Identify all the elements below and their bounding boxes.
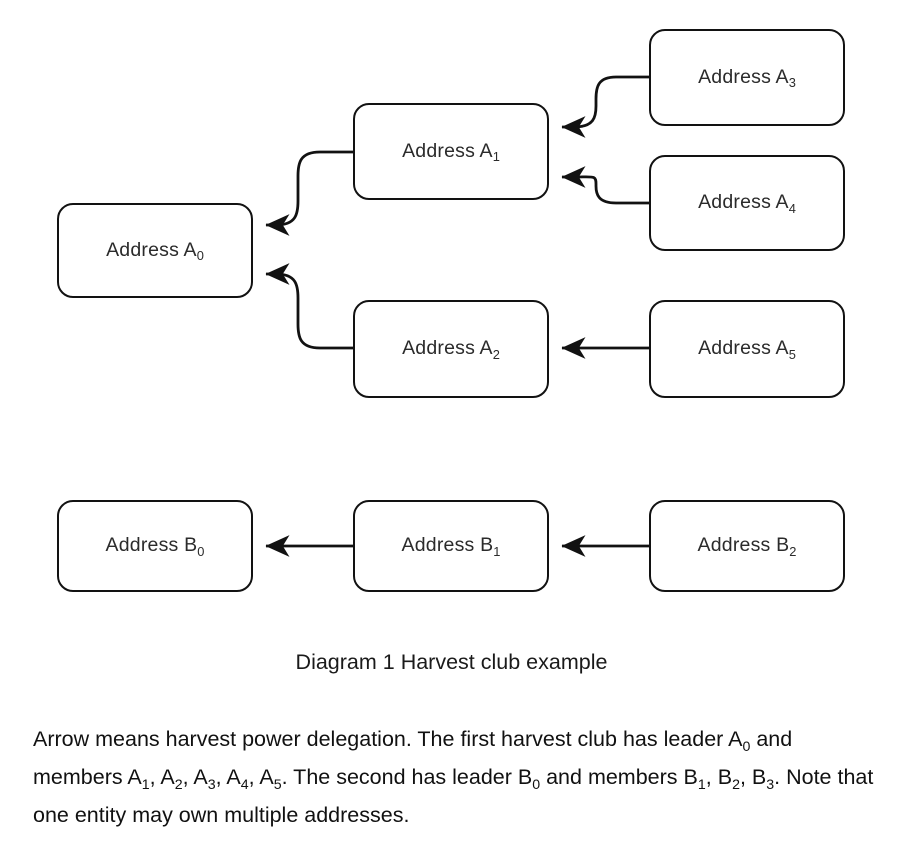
node-b2[interactable]: Address B2 bbox=[649, 500, 845, 592]
node-b0[interactable]: Address B0 bbox=[57, 500, 253, 592]
body-line-2: A0 and members A1, A2, A3, A4, A5. The s… bbox=[33, 727, 793, 793]
node-a1-label: Address A1 bbox=[402, 139, 500, 165]
node-a2-label: Address A2 bbox=[402, 337, 500, 362]
node-a0[interactable]: Address A0 bbox=[57, 203, 253, 298]
node-a5[interactable]: Address A5 bbox=[649, 300, 845, 398]
node-a4-label: Address A4 bbox=[698, 191, 796, 216]
body-line-1: Arrow means harvest power delegation. Th… bbox=[33, 727, 724, 751]
node-a5-label: Address A5 bbox=[698, 337, 796, 362]
node-a1[interactable]: Address A1 bbox=[353, 103, 549, 200]
body-line-3: B1, B2, B3. Note that one entity may own… bbox=[33, 765, 874, 827]
node-a4[interactable]: Address A4 bbox=[649, 155, 845, 251]
node-b0-label: Address B0 bbox=[105, 534, 205, 559]
diagram-caption: Diagram 1 Harvest club example bbox=[295, 650, 608, 674]
node-a0-label: Address A0 bbox=[106, 238, 204, 264]
body-paragraph: Arrow means harvest power delegation. Th… bbox=[33, 722, 878, 833]
node-a2[interactable]: Address A2 bbox=[353, 300, 549, 398]
node-b1-label: Address B1 bbox=[401, 534, 501, 559]
edge-a4-to-a1 bbox=[561, 166, 649, 205]
edge-a1-to-a0 bbox=[265, 150, 353, 236]
edge-a2-to-a0 bbox=[265, 263, 353, 350]
edge-a3-to-a1 bbox=[561, 75, 649, 138]
node-a3-label: Address A3 bbox=[698, 65, 796, 91]
connector-layer bbox=[265, 75, 649, 557]
node-b2-label: Address B2 bbox=[697, 534, 797, 559]
node-a3[interactable]: Address A3 bbox=[649, 29, 845, 126]
node-b1[interactable]: Address B1 bbox=[353, 500, 549, 592]
